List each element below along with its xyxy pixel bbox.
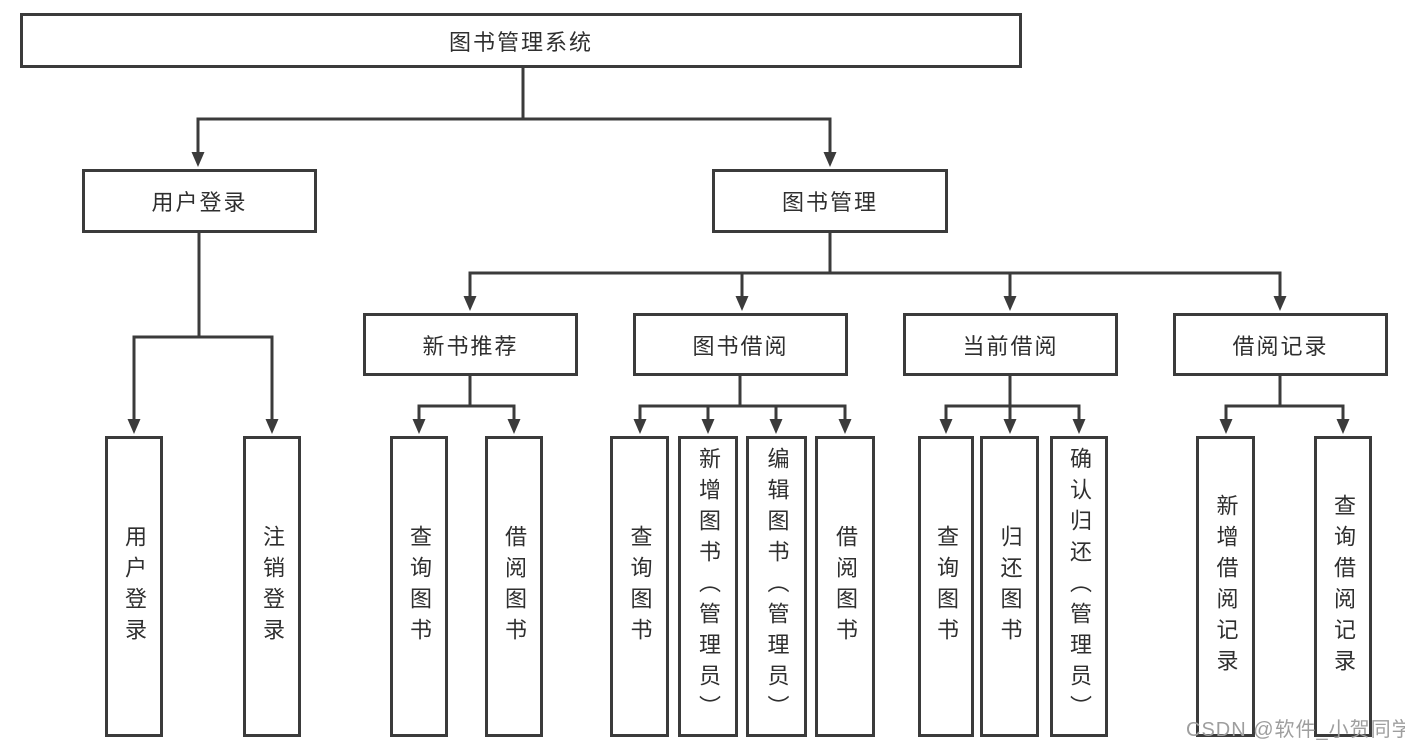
node-leaf-user-login: 用户登录	[105, 436, 163, 737]
node-label: 借阅图书	[833, 524, 858, 649]
node-leaf-return-books: 归还图书	[980, 436, 1039, 737]
node-label: 查询借阅记录	[1331, 493, 1356, 680]
arrowhead-query-books	[412, 419, 426, 434]
node-label: 查询图书	[934, 524, 959, 649]
node-leaf-query-books-new: 查询图书	[390, 436, 448, 737]
connector-new-book-recommend	[412, 376, 521, 434]
node-label: 新书推荐	[422, 333, 519, 359]
node-leaf-query-books-borrow: 查询图书	[610, 436, 669, 737]
node-label: 借阅图书	[502, 524, 527, 649]
node-leaf-borrow-books: 借阅图书	[815, 436, 875, 737]
node-leaf-borrow-books-new: 借阅图书	[485, 436, 543, 737]
node-label: 归还图书	[997, 524, 1023, 649]
connector-book-management	[463, 233, 1287, 311]
node-label: 图书管理	[781, 190, 878, 215]
node-current-borrow: 当前借阅	[903, 313, 1118, 376]
node-label: 借阅记录	[1232, 333, 1329, 359]
connector-book-borrow	[633, 376, 852, 434]
arrowhead-user-login	[191, 152, 205, 167]
arrowhead-query-borrow-record	[1336, 419, 1350, 434]
node-label: 查询图书	[407, 524, 432, 649]
node-new-book-recommend: 新书推荐	[363, 313, 578, 376]
arrowhead-borrow-records	[1273, 296, 1287, 311]
arrowhead-new-book-recommend	[463, 296, 477, 311]
node-label: 新增借阅记录	[1213, 493, 1239, 680]
arrowhead-edit-books	[769, 419, 783, 434]
node-leaf-logout: 注销登录	[243, 436, 301, 737]
node-label: 用户登录	[151, 190, 248, 215]
node-label: 当前借阅	[962, 333, 1059, 359]
node-book-borrow: 图书借阅	[633, 313, 848, 376]
node-label: 用户登录	[122, 524, 147, 649]
node-leaf-query-borrow-record: 查询借阅记录	[1314, 436, 1372, 737]
csdn-watermark: CSDN @软件_小贺同学	[1186, 719, 1405, 741]
arrowhead-add-books	[701, 419, 715, 434]
arrowhead-confirm-return	[1072, 419, 1086, 434]
node-leaf-edit-books-admin: 编辑图书（管理员）	[746, 436, 807, 737]
arrowhead-leaf-logout	[265, 419, 279, 434]
arrowhead-query-books	[633, 419, 647, 434]
node-label: 图书管理系统	[448, 29, 593, 55]
connector-root	[191, 68, 837, 167]
arrowhead-book-management	[823, 152, 837, 167]
node-label: 编辑图书（管理员）	[764, 447, 790, 726]
connector-current-borrow	[939, 376, 1086, 434]
arrowhead-current-borrow	[1003, 296, 1017, 311]
node-label: 注销登录	[260, 524, 285, 649]
node-borrow-records: 借阅记录	[1173, 313, 1388, 376]
node-leaf-query-books-current: 查询图书	[918, 436, 974, 737]
arrowhead-query-books	[939, 419, 953, 434]
node-book-management: 图书管理	[712, 169, 948, 233]
node-label: 新增图书（管理员）	[696, 447, 721, 726]
arrowhead-leaf-user-login	[127, 419, 141, 434]
arrowhead-add-borrow-record	[1219, 419, 1233, 434]
node-label: 查询图书	[627, 524, 653, 649]
node-leaf-add-borrow-record: 新增借阅记录	[1196, 436, 1255, 737]
arrowhead-borrow-books	[838, 419, 852, 434]
node-label: 确认归还（管理员）	[1067, 447, 1092, 726]
node-leaf-confirm-return-admin: 确认归还（管理员）	[1050, 436, 1108, 737]
arrowhead-borrow-books	[507, 419, 521, 434]
node-root-system: 图书管理系统	[20, 13, 1022, 68]
arrowhead-return-books	[1003, 419, 1017, 434]
arrowhead-book-borrow	[735, 296, 749, 311]
node-label: 图书借阅	[692, 333, 789, 359]
node-leaf-add-books-admin: 新增图书（管理员）	[678, 436, 738, 737]
node-user-login: 用户登录	[82, 169, 317, 233]
connector-borrow-records	[1219, 376, 1350, 434]
connector-user-login	[127, 233, 279, 434]
